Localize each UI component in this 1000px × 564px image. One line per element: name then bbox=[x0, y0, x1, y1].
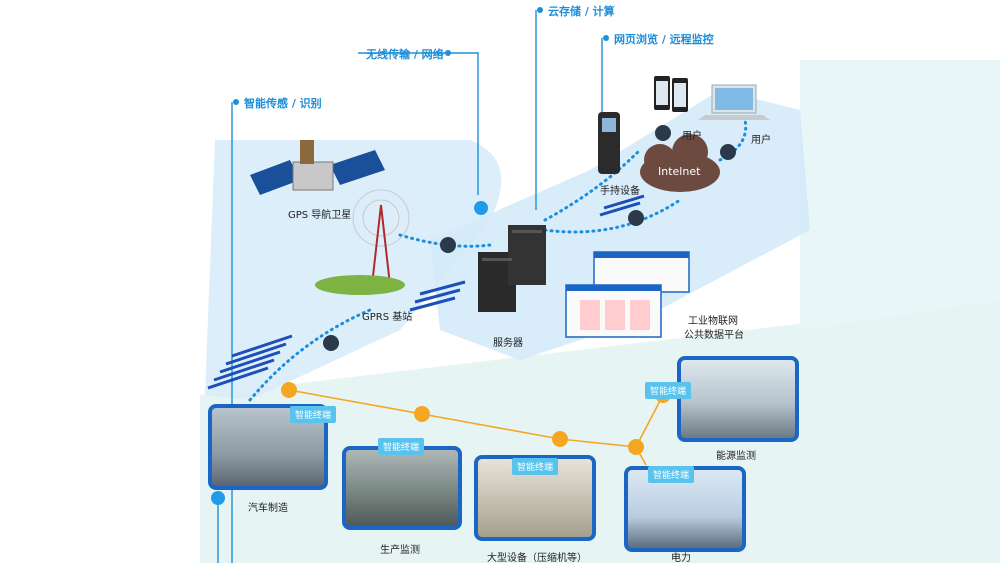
label-satellite: GPS 导航卫星 bbox=[288, 210, 352, 221]
terminal-tag-energy: 智能终端 bbox=[645, 382, 692, 399]
label-platform-2: 公共数据平台 bbox=[684, 330, 744, 341]
cloud-zone bbox=[430, 90, 810, 360]
label-server: 服务器 bbox=[493, 338, 523, 349]
satellite-icon bbox=[250, 140, 385, 195]
terminal-tag-auto: 智能终端 bbox=[290, 406, 337, 423]
label-cloud: Intelnet bbox=[658, 165, 701, 178]
terminal-tag-equipment: 智能终端 bbox=[512, 458, 559, 475]
gprs-tower-icon bbox=[315, 189, 410, 295]
node-dot bbox=[474, 201, 488, 215]
laptop-icon bbox=[698, 84, 770, 120]
header-dots bbox=[233, 7, 609, 105]
stripe-block-hand bbox=[599, 194, 645, 217]
energy-photo bbox=[677, 356, 799, 442]
label-user2: 用户 bbox=[751, 135, 771, 146]
right-strip bbox=[800, 60, 1000, 330]
platform-screens bbox=[565, 251, 690, 338]
header-wireless: 无线传输 / 网络 bbox=[366, 48, 444, 61]
internet-cloud-icon bbox=[640, 134, 720, 192]
phone-icon bbox=[654, 76, 688, 112]
link-badge-icon bbox=[323, 125, 736, 351]
label-handheld: 手持设备 bbox=[600, 186, 640, 197]
label-gprs: GPRS 基站 bbox=[362, 312, 413, 323]
terminal-tag-power: 智能终端 bbox=[648, 466, 695, 483]
label-production: 生产监测 bbox=[380, 545, 420, 556]
label-platform-1: 工业物联网 bbox=[688, 316, 738, 327]
label-equipment: 大型设备（压缩机等） bbox=[487, 553, 587, 564]
terminal-tag-production: 智能终端 bbox=[378, 438, 425, 455]
handheld-icon bbox=[598, 112, 620, 174]
stripe-block-left bbox=[207, 334, 293, 390]
label-energy: 能源监测 bbox=[716, 451, 756, 462]
server-icon bbox=[478, 225, 546, 312]
label-auto: 汽车制造 bbox=[248, 503, 288, 514]
stripe-block-gprs bbox=[409, 280, 466, 312]
sense-zone bbox=[205, 140, 502, 400]
header-cloud: 云存储 / 计算 bbox=[548, 5, 615, 18]
label-user1: 用户 bbox=[682, 131, 702, 142]
production-photo bbox=[342, 446, 462, 530]
label-power: 电力 bbox=[671, 553, 691, 564]
node-dot bbox=[211, 491, 225, 505]
header-sense: 智能传感 / 识别 bbox=[244, 97, 322, 110]
header-web: 网页浏览 / 远程监控 bbox=[614, 33, 714, 46]
